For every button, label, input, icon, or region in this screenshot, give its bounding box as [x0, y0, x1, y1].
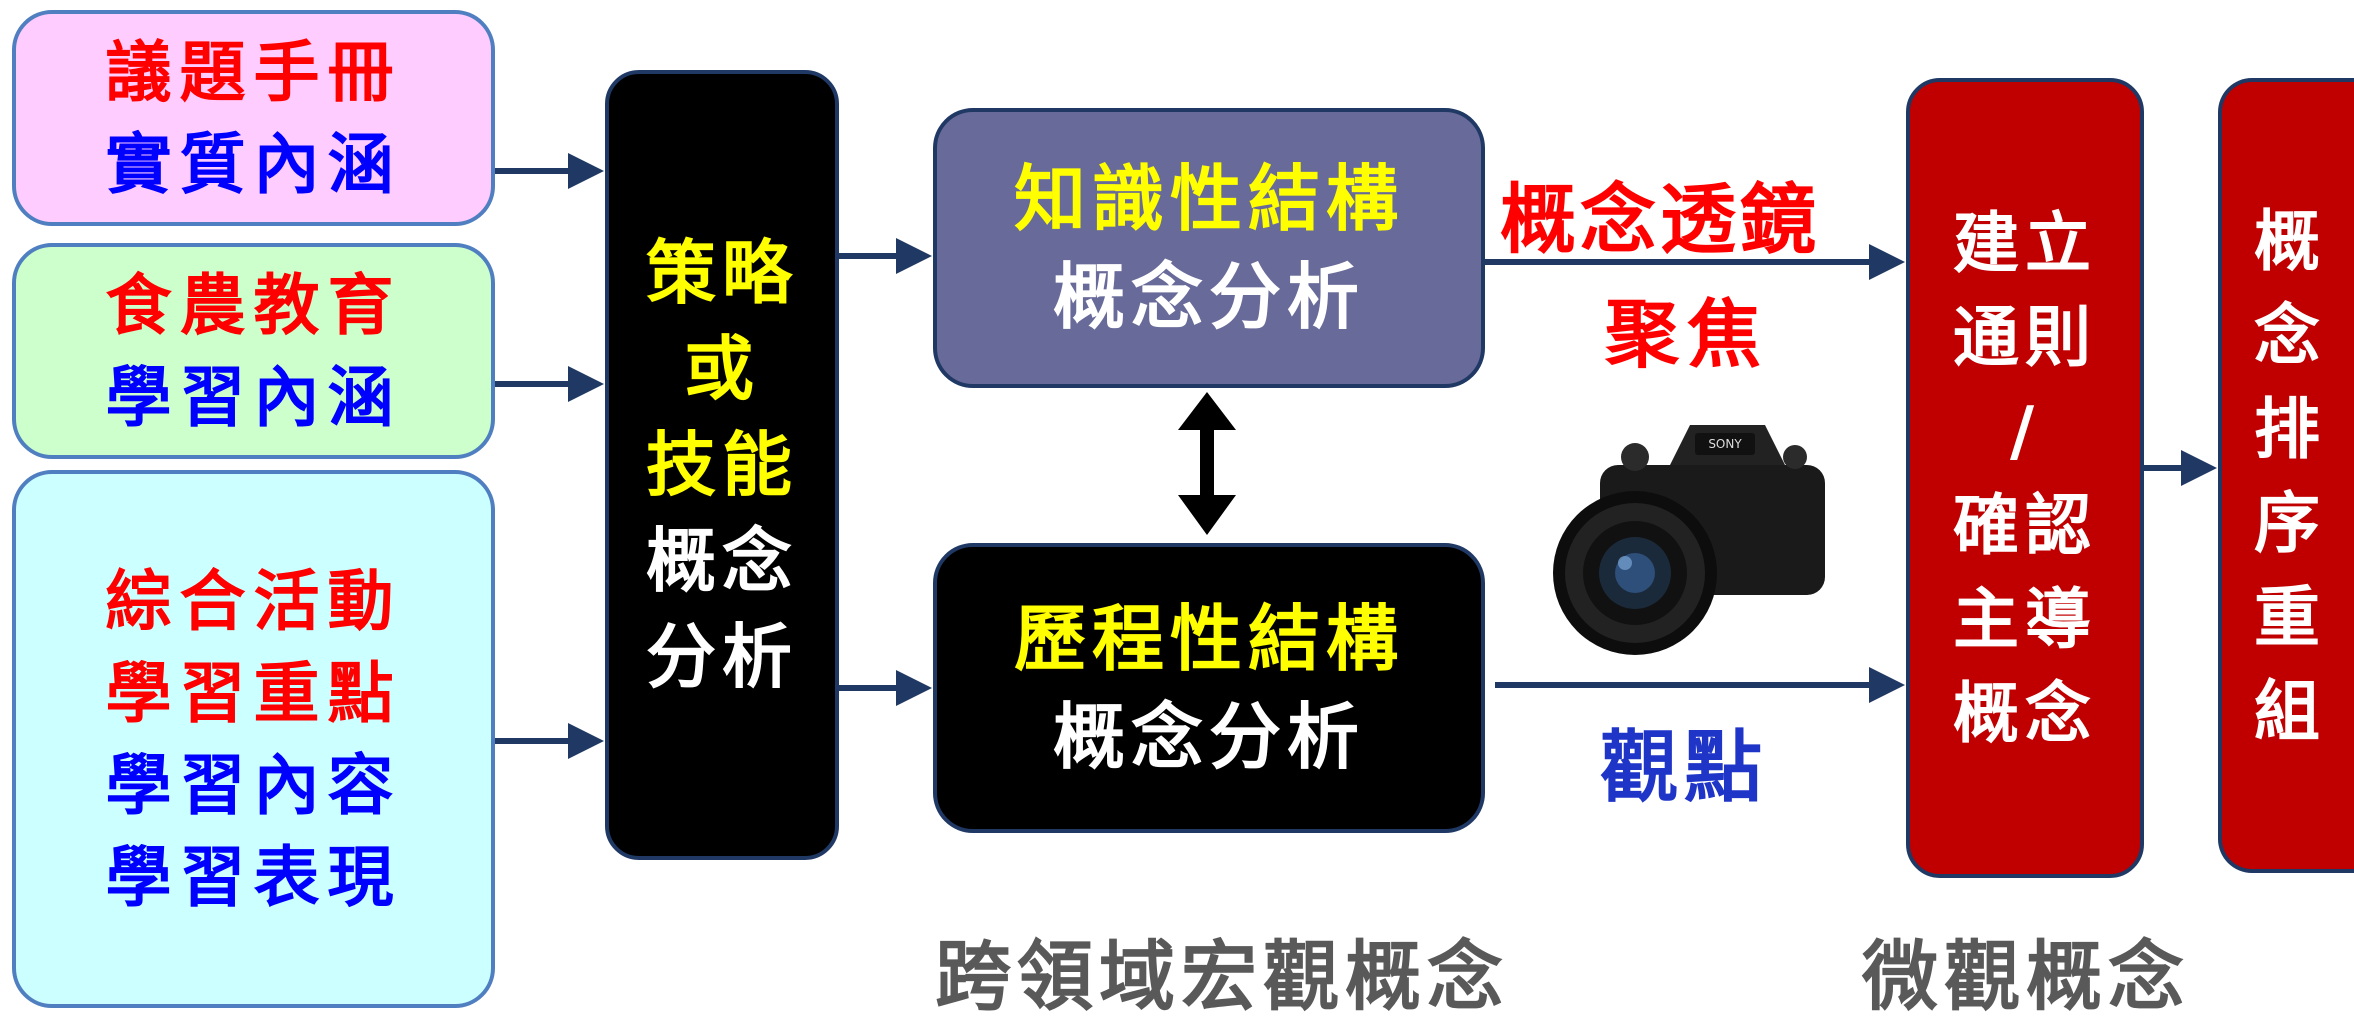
- reorder-box: 概 念 排 序 重 組: [2218, 78, 2354, 873]
- double-arrow-icon: [1178, 392, 1236, 535]
- generalization-box: 建立 通則 / 確認 主導 概念: [1906, 78, 2144, 878]
- input-1-line-1: 議題手冊: [105, 33, 402, 111]
- process-structure-box: 歷程性結構 概念分析: [933, 543, 1485, 833]
- reorder-line-2: 念: [2254, 295, 2326, 374]
- input-3-line-3: 學習內容: [105, 746, 402, 824]
- viewpoint-label: 觀點: [1600, 722, 1769, 813]
- input-3-line-1: 綜合活動: [105, 562, 402, 640]
- knowledge-title: 知識性結構: [1013, 156, 1404, 241]
- concept-lens-label: 概念透鏡: [1500, 175, 1820, 264]
- input-3-line-2: 學習重點: [105, 654, 402, 732]
- generalization-line-2: 通則: [1953, 298, 2097, 376]
- input-2-line-2: 學習內涵: [105, 358, 402, 436]
- svg-text:SONY: SONY: [1708, 437, 1742, 451]
- reorder-line-6: 組: [2254, 671, 2326, 750]
- macro-concept-caption: 跨領域宏觀概念: [935, 932, 1509, 1021]
- strategy-line-5: 分析: [646, 615, 798, 698]
- strategy-line-3: 技能: [646, 423, 798, 506]
- generalization-line-1: 建立: [1953, 204, 2097, 282]
- input-1-line-2: 實質內涵: [105, 125, 402, 203]
- generalization-line-3: /: [2009, 392, 2041, 470]
- reorder-line-1: 概: [2254, 201, 2326, 280]
- strategy-line-4: 概念: [646, 519, 798, 602]
- reorder-line-4: 序: [2254, 483, 2326, 562]
- reorder-line-5: 重: [2254, 577, 2326, 656]
- process-title: 歷程性結構: [1013, 596, 1404, 681]
- generalization-line-5: 主導: [1953, 580, 2097, 658]
- input-2-line-1: 食農教育: [105, 266, 402, 344]
- generalization-line-4: 確認: [1953, 486, 2097, 564]
- input-box-2: 食農教育 學習內涵: [12, 243, 495, 459]
- strategy-box: 策略 或 技能 概念 分析: [605, 70, 839, 860]
- input-box-3: 綜合活動 學習重點 學習內容 學習表現: [12, 470, 495, 1008]
- reorder-line-3: 排: [2254, 389, 2326, 468]
- knowledge-structure-box: 知識性結構 概念分析: [933, 108, 1485, 388]
- input-3-line-4: 學習表現: [105, 838, 402, 916]
- input-box-1: 議題手冊 實質內涵: [12, 10, 495, 226]
- camera-image: SONY: [1553, 425, 1825, 655]
- knowledge-subtitle: 概念分析: [1052, 254, 1365, 339]
- focus-label: 聚焦: [1605, 292, 1769, 378]
- strategy-line-1: 策略: [646, 231, 798, 314]
- process-subtitle: 概念分析: [1052, 694, 1365, 779]
- strategy-line-2: 或: [684, 327, 760, 410]
- micro-concept-caption: 微觀概念: [1862, 932, 2190, 1021]
- generalization-line-6: 概念: [1953, 674, 2097, 752]
